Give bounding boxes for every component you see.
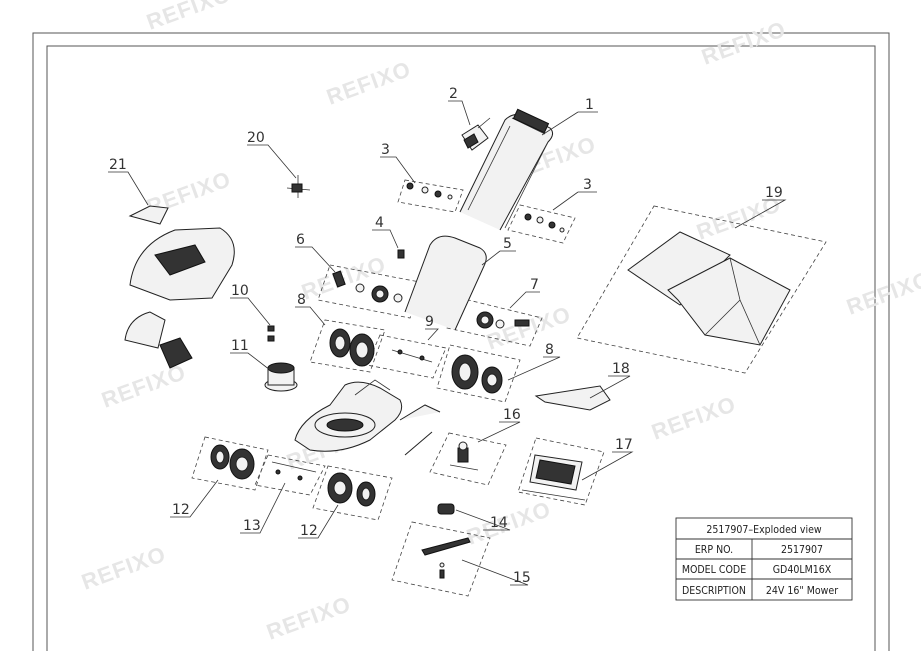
callout-label: 2 (449, 86, 458, 102)
callout-label: 14 (490, 515, 508, 531)
watermark: REFIXO (843, 266, 921, 320)
callout-label: 4 (375, 215, 384, 231)
motor (264, 362, 298, 392)
axle-set-7 (476, 311, 530, 329)
fastener-set-right (524, 213, 565, 233)
leader-lines (108, 100, 787, 586)
callout-label: 8 (297, 292, 306, 308)
rear-axle (391, 349, 433, 363)
watermark: REFIXO (483, 301, 574, 355)
callout-label: 1 (585, 97, 594, 113)
switch-assembly (449, 441, 479, 471)
watermark: REFIXO (698, 16, 789, 70)
outer-frame (32, 32, 890, 651)
mulching-plug (534, 385, 611, 411)
callout-label: 8 (545, 342, 554, 358)
knob (397, 249, 405, 259)
callout-label: 9 (425, 314, 434, 330)
callout-label: 6 (296, 232, 305, 248)
callout-label: 3 (583, 177, 592, 193)
rear-flap (521, 454, 586, 501)
handle-lower (404, 235, 487, 331)
group-boxes (191, 179, 827, 597)
callout-label: 17 (615, 437, 633, 453)
callout-label: 13 (243, 518, 261, 534)
callout-label: 19 (765, 185, 783, 201)
callout-label: 12 (300, 523, 318, 539)
callout-label: 12 (172, 502, 190, 518)
callout-label: 5 (503, 236, 512, 252)
blade (421, 537, 471, 579)
wheels-rear (329, 328, 503, 394)
callout-label: 18 (612, 361, 630, 377)
inner-frame (46, 45, 876, 651)
title-block-label: ERP NO. (695, 544, 733, 556)
grass-catcher (627, 231, 791, 346)
title-block: 2517907–Exploded view ERP NO. 2517907 MO… (675, 517, 853, 601)
mower-deck (294, 379, 441, 456)
watermark: REFIXO (98, 359, 189, 413)
title-block-label: MODEL CODE (682, 564, 746, 576)
blade-adapter (437, 503, 455, 515)
small-fasteners-10 (267, 325, 275, 342)
callout-label: 10 (231, 283, 249, 299)
callout-label: 15 (513, 570, 531, 586)
title-block-label: DESCRIPTION (682, 585, 746, 597)
switch-box (461, 117, 491, 151)
title-block-value: 24V 16" Mower (766, 585, 838, 597)
fastener-set-left (406, 182, 453, 200)
watermark: REFIXO (143, 0, 234, 35)
key (286, 175, 311, 198)
top-housing (124, 205, 235, 369)
callout-label: 7 (530, 277, 539, 293)
callout-label: 20 (247, 130, 265, 146)
title-block-heading: 2517907–Exploded view (706, 524, 822, 536)
watermark: REFIXO (263, 591, 354, 645)
handle-upper (459, 108, 554, 231)
watermark: REFIXO (463, 496, 554, 550)
wheels-front (210, 444, 376, 507)
front-axle (271, 461, 317, 481)
watermark: REFIXO (78, 541, 169, 595)
callout-label: 11 (231, 338, 249, 354)
callout-label: 21 (109, 157, 127, 173)
title-block-value: 2517907 (781, 544, 823, 556)
callout-labels: 1 2 3 3 4 5 6 7 8 8 9 10 11 12 12 13 14 … (109, 86, 783, 586)
axle-set-6 (332, 270, 403, 303)
title-block-value: GD40LM16X (773, 564, 832, 576)
callout-label: 16 (503, 407, 521, 423)
watermark: REFIXO (323, 56, 414, 110)
watermark: REFIXO (648, 391, 739, 445)
callout-label: 3 (381, 142, 390, 158)
